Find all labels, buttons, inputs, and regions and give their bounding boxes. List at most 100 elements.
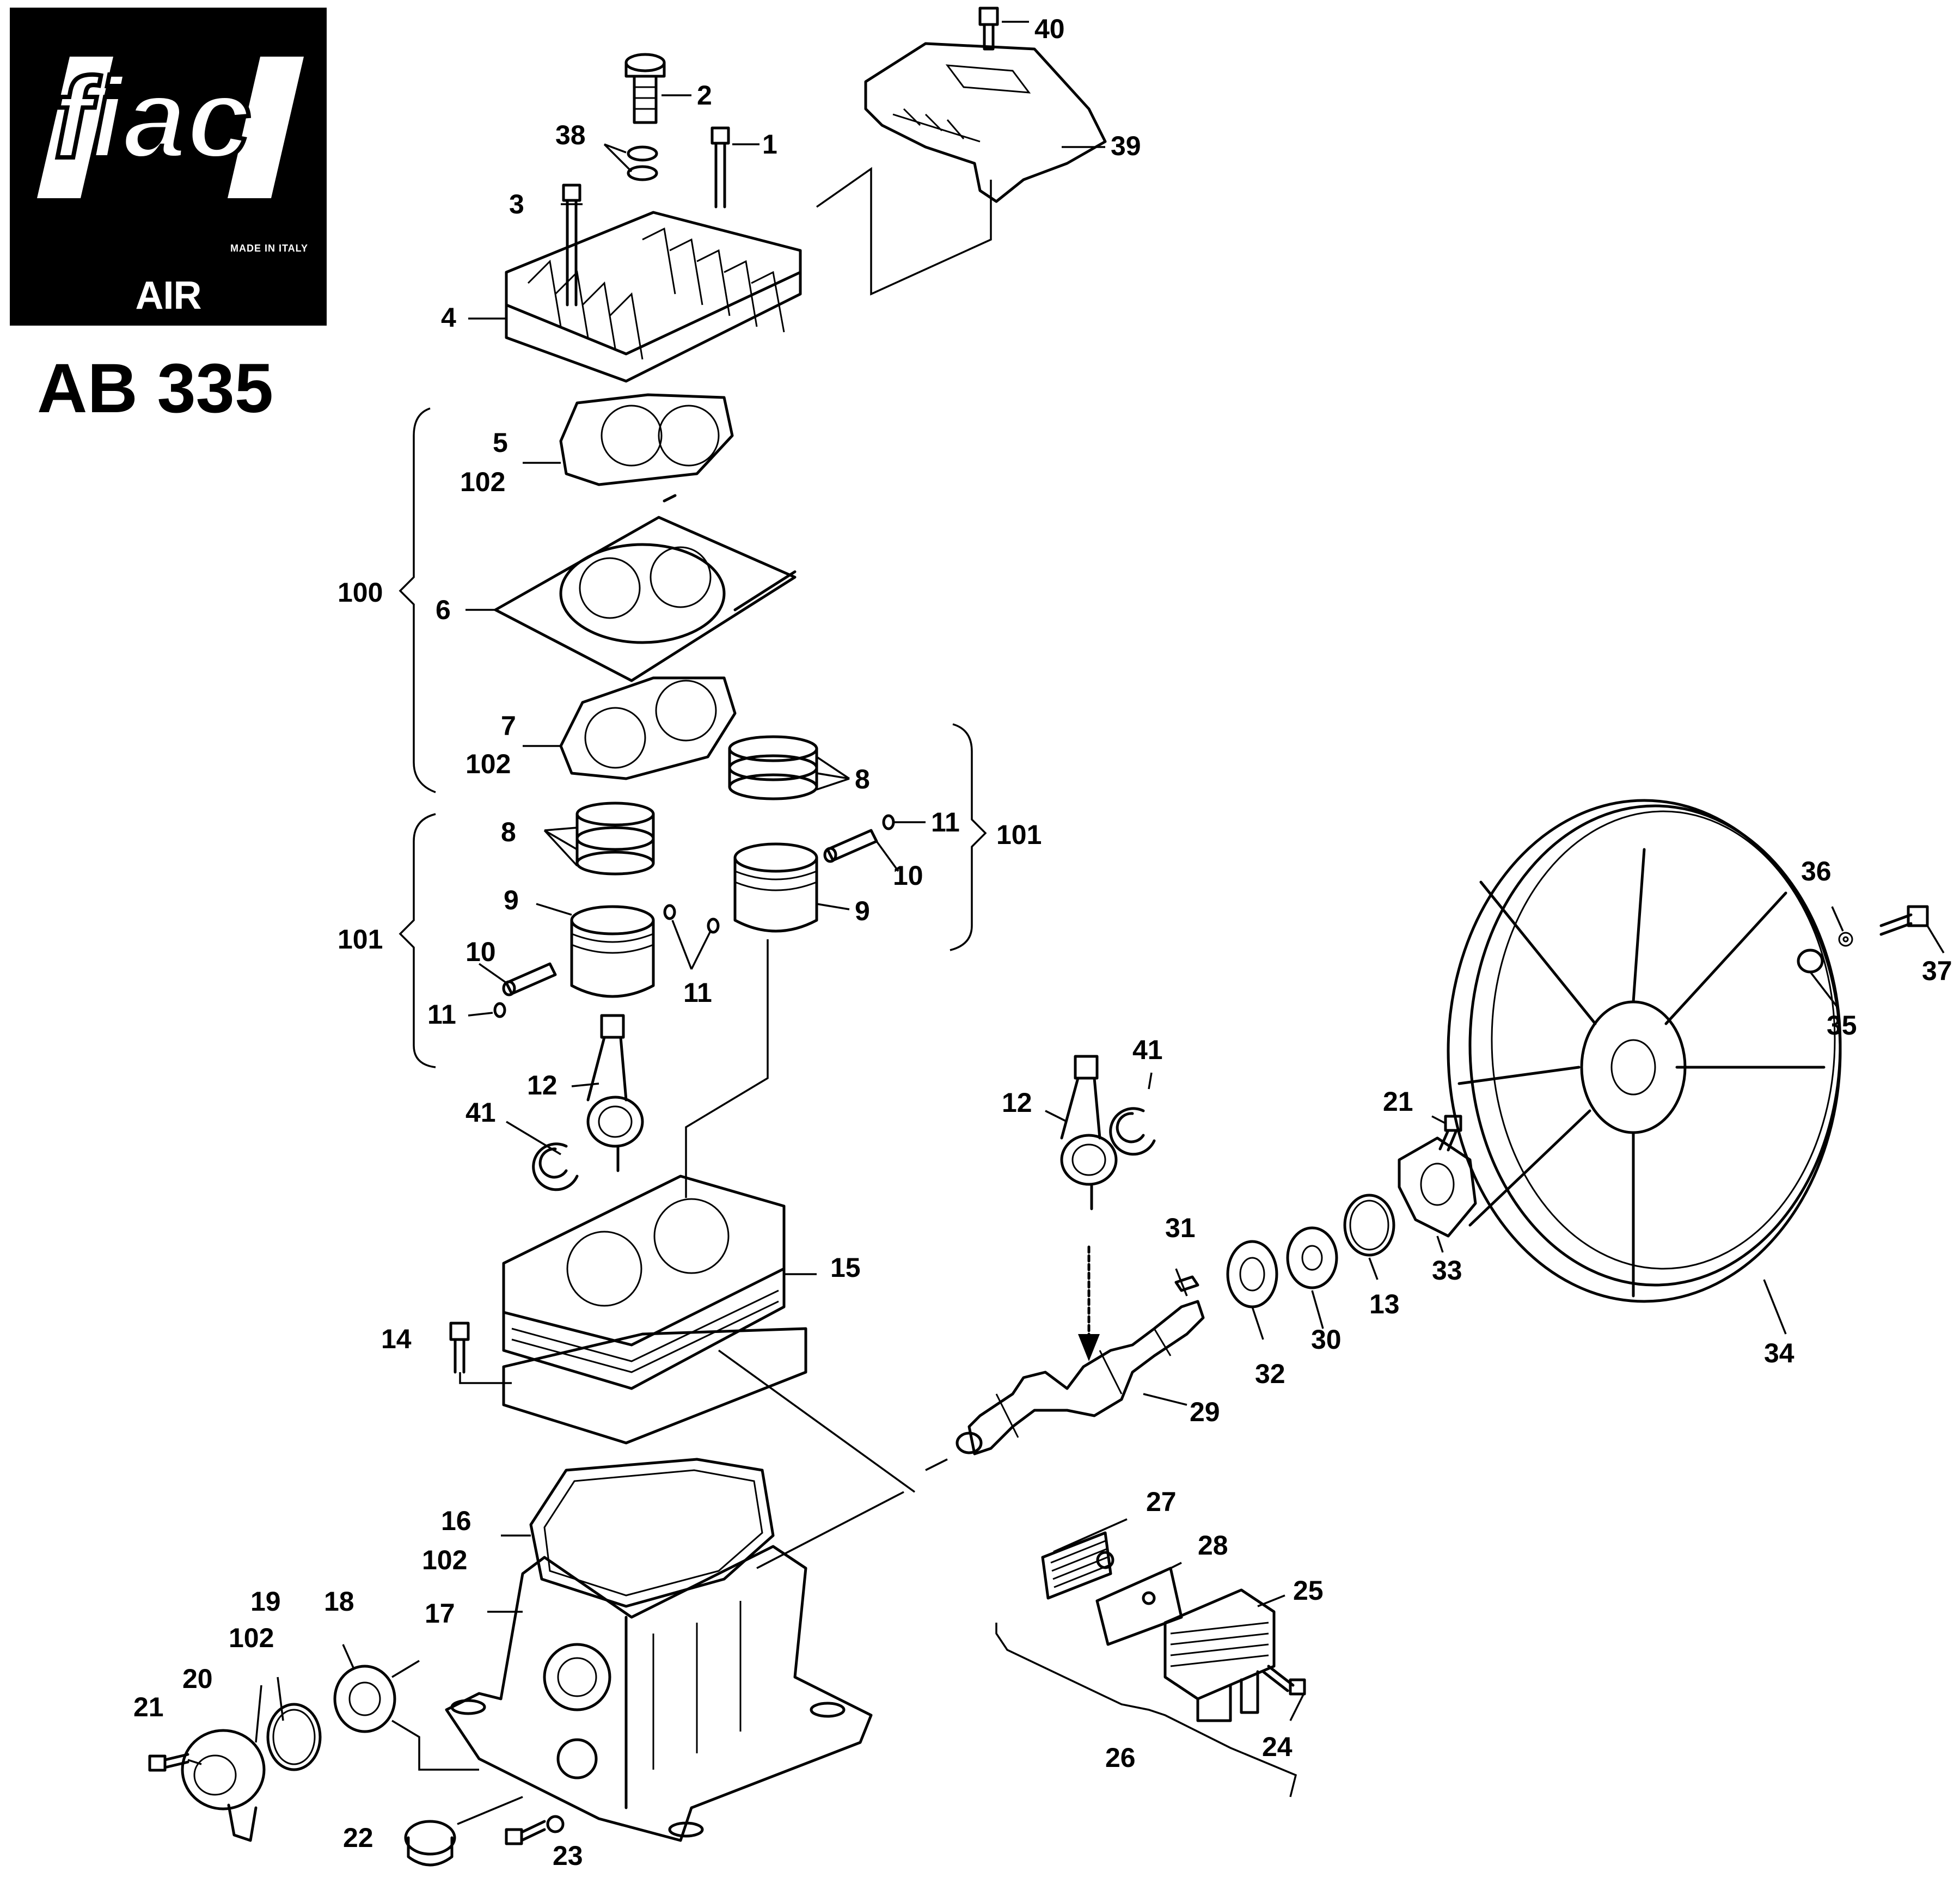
fiac-logo: fiac MADE IN ITALY AIR COMPRESSORS bbox=[10, 8, 327, 362]
label-102-c: 102 bbox=[422, 1545, 467, 1575]
label-102-b: 102 bbox=[465, 749, 511, 779]
part-40-screw bbox=[978, 7, 999, 51]
part-23-screw bbox=[505, 1815, 565, 1845]
part-10-piston-pin-left bbox=[502, 962, 557, 996]
label-3: 3 bbox=[509, 189, 524, 219]
label-21-left: 21 bbox=[133, 1692, 164, 1722]
leader-lines bbox=[187, 21, 1945, 1765]
svg-text:fiac: fiac bbox=[53, 54, 250, 182]
label-33: 33 bbox=[1432, 1255, 1462, 1286]
label-36: 36 bbox=[1801, 856, 1832, 886]
label-27: 27 bbox=[1146, 1487, 1177, 1517]
brand-subtitle: AIR COMPRESSORS bbox=[21, 274, 324, 362]
label-11-left: 11 bbox=[427, 999, 456, 1030]
part-18-bearing bbox=[333, 1660, 479, 1771]
part-16-crankcase-gasket bbox=[529, 1458, 775, 1608]
part-12-connecting-rod-left bbox=[586, 1014, 644, 1172]
label-28: 28 bbox=[1198, 1530, 1228, 1561]
label-101-right: 101 bbox=[996, 819, 1042, 850]
part-34-pulley-flywheel bbox=[1447, 799, 1842, 1303]
label-101-left: 101 bbox=[338, 924, 383, 955]
part-24-screw bbox=[1261, 1665, 1306, 1696]
part-29-crankshaft bbox=[925, 1300, 1205, 1471]
part-12-connecting-rod-right bbox=[1060, 1055, 1118, 1210]
part-41-clip-left bbox=[532, 1142, 579, 1191]
label-13: 13 bbox=[1369, 1289, 1400, 1319]
part-38-o-rings bbox=[627, 145, 658, 181]
label-102-d: 102 bbox=[229, 1623, 274, 1653]
part-41-clip-right bbox=[1109, 1107, 1156, 1156]
part-31-key bbox=[1174, 1275, 1199, 1292]
part-9-piston-right bbox=[733, 842, 818, 933]
label-5: 5 bbox=[493, 427, 508, 458]
part-27-filter-mesh bbox=[1041, 1531, 1114, 1600]
label-12-right: 12 bbox=[1002, 1087, 1032, 1118]
part-10-piston-pin-right bbox=[823, 829, 878, 863]
label-12-left: 12 bbox=[527, 1070, 558, 1100]
part-2-plug bbox=[624, 53, 666, 124]
part-3-screw bbox=[562, 184, 581, 307]
label-4: 4 bbox=[441, 302, 456, 333]
label-100: 100 bbox=[338, 577, 383, 608]
label-34: 34 bbox=[1764, 1338, 1794, 1368]
label-18: 18 bbox=[324, 1586, 354, 1617]
label-9-left: 9 bbox=[504, 885, 519, 915]
label-19: 19 bbox=[250, 1586, 281, 1617]
label-2: 2 bbox=[697, 80, 712, 111]
part-19-o-ring bbox=[266, 1703, 322, 1771]
model-title: AB 335 bbox=[37, 350, 273, 427]
label-37: 37 bbox=[1922, 956, 1952, 986]
label-30: 30 bbox=[1311, 1324, 1342, 1355]
part-labels: 40 39 2 38 1 3 4 5 102 100 6 7 102 8 11 … bbox=[133, 14, 1952, 1871]
label-29: 29 bbox=[1190, 1397, 1220, 1427]
label-10-left: 10 bbox=[465, 937, 496, 967]
label-8-right: 8 bbox=[855, 764, 870, 794]
label-25: 25 bbox=[1293, 1575, 1324, 1606]
label-10-right: 10 bbox=[893, 860, 923, 891]
label-38: 38 bbox=[555, 120, 586, 150]
label-16: 16 bbox=[441, 1506, 471, 1536]
label-26: 26 bbox=[1105, 1742, 1136, 1773]
part-15-cylinder bbox=[502, 1175, 916, 1493]
label-6: 6 bbox=[436, 595, 451, 625]
label-15: 15 bbox=[830, 1252, 861, 1283]
part-20-end-cover bbox=[181, 1729, 266, 1842]
label-8-left: 8 bbox=[501, 817, 516, 847]
label-14: 14 bbox=[381, 1324, 412, 1354]
part-32-bearing bbox=[1226, 1240, 1278, 1308]
label-21-right: 21 bbox=[1383, 1086, 1413, 1117]
part-35-washer bbox=[1797, 949, 1824, 974]
group-101-bracket-left bbox=[399, 813, 436, 1068]
part-5-gasket bbox=[559, 393, 734, 486]
part-8-piston-rings-left bbox=[575, 802, 655, 876]
part-17-crankcase bbox=[445, 1491, 904, 1842]
part-25-filter-housing bbox=[1163, 1588, 1276, 1722]
label-31: 31 bbox=[1165, 1213, 1196, 1243]
label-24: 24 bbox=[1262, 1732, 1293, 1762]
label-1: 1 bbox=[762, 129, 777, 160]
part-9-piston-left bbox=[570, 905, 655, 998]
part-37-screw bbox=[1879, 905, 1929, 936]
label-20: 20 bbox=[182, 1663, 213, 1694]
assembly-arrow bbox=[1078, 1245, 1100, 1361]
group-26-bracket bbox=[995, 1623, 1297, 1797]
part-14-screw bbox=[449, 1322, 512, 1384]
label-9-right: 9 bbox=[855, 896, 870, 926]
part-6-valve-plate bbox=[494, 494, 797, 682]
label-7: 7 bbox=[501, 711, 516, 741]
label-17: 17 bbox=[425, 1598, 455, 1629]
group-100-bracket bbox=[399, 407, 436, 793]
made-in-label: MADE IN ITALY bbox=[230, 243, 309, 254]
part-36-lock-washer bbox=[1838, 932, 1853, 947]
part-30-washer bbox=[1286, 1226, 1338, 1289]
label-41-left: 41 bbox=[465, 1097, 496, 1128]
part-21-screw-left bbox=[148, 1753, 189, 1772]
label-39: 39 bbox=[1111, 131, 1141, 161]
label-102-a: 102 bbox=[460, 467, 505, 497]
label-23: 23 bbox=[553, 1840, 583, 1871]
part-8-piston-rings-right bbox=[728, 735, 818, 800]
label-11-right: 11 bbox=[931, 807, 960, 837]
label-41-right: 41 bbox=[1132, 1035, 1163, 1065]
label-32: 32 bbox=[1255, 1359, 1285, 1389]
